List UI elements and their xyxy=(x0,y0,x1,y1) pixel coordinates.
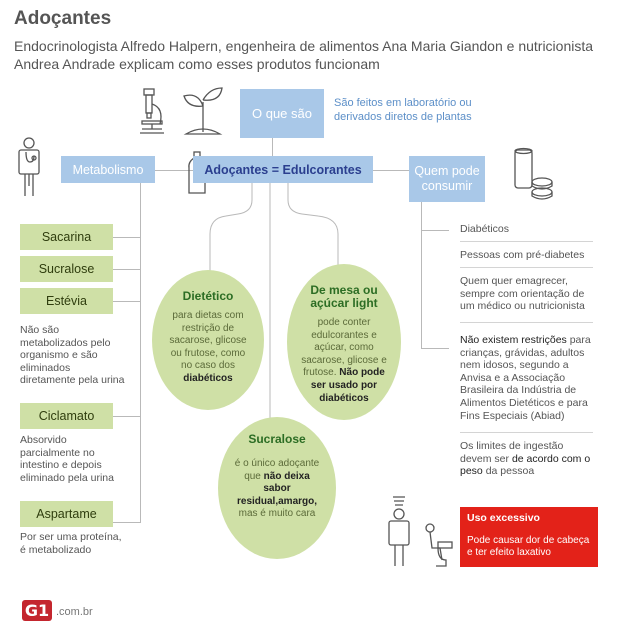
type-sucralose: Sucralose é o único adoçante que não dei… xyxy=(218,417,336,559)
who-item: Os limites de ingestão devem ser de acor… xyxy=(460,440,591,478)
who-can-consume-box: Quem pode consumir xyxy=(409,156,485,202)
connector-line xyxy=(113,416,141,417)
type-dietetico: Dietético para dietas com restrição de s… xyxy=(152,270,264,410)
connector-line xyxy=(140,183,141,523)
can-and-sweets-icon xyxy=(514,147,553,200)
divider xyxy=(460,432,593,433)
connector-line xyxy=(421,183,422,349)
dietetico-text: para dietas com restrição de sacarose, g… xyxy=(169,310,247,384)
who-item: Quem quer emagrecer, sempre com orientaç… xyxy=(460,275,585,313)
page-subtitle: Endocrinologista Alfredo Halpern, engenh… xyxy=(14,38,594,72)
sweetener-aspartame: Aspartame xyxy=(20,501,113,527)
metabolism-box: Metabolismo xyxy=(61,156,155,183)
mesa-title: De mesa ou açúcar light xyxy=(310,283,378,310)
mesa-text: pode conter edulcorantes e açúcar, como … xyxy=(301,317,387,404)
divider xyxy=(460,241,593,242)
connector-line xyxy=(272,137,273,156)
ciclamato-note: Absorvido parcialmente no intestino e de… xyxy=(20,434,114,484)
microscope-icon xyxy=(140,88,164,134)
sweetener-ciclamato: Ciclamato xyxy=(20,403,113,429)
sweetener-sucralose: Sucralose xyxy=(20,256,113,282)
what-are-they-box: O que são xyxy=(240,89,324,138)
sweeteners-equals-box: Adoçantes = Edulcorantes xyxy=(193,156,373,183)
logo-domain: .com.br xyxy=(56,606,93,618)
connector-line xyxy=(421,348,449,349)
doctor-icon xyxy=(18,137,40,196)
plant-icon xyxy=(183,87,223,135)
aspartame-note: Por ser uma proteína, é metabolizado xyxy=(20,531,122,556)
page-title: Adoçantes xyxy=(14,8,112,29)
sucralose-text: é o único adoçante que não deixa sabor r… xyxy=(234,458,320,520)
divider xyxy=(460,322,593,323)
connector-line xyxy=(113,301,141,302)
what-are-they-text: São feitos em laboratório ou derivados d… xyxy=(334,97,472,123)
sweetener-estevia: Estévia xyxy=(20,288,113,314)
connector-line xyxy=(113,269,141,270)
connector-line xyxy=(113,522,141,523)
warning-box: Uso excessivo Pode causar dor de cabeça … xyxy=(460,507,598,567)
connector-line xyxy=(113,237,141,238)
connector-line xyxy=(155,170,193,171)
connector-line xyxy=(373,170,409,171)
estevia-note: Não são metabolizados pelo organismo e s… xyxy=(20,324,125,387)
who-item: Diabéticos xyxy=(460,223,510,235)
sucralose-title: Sucralose xyxy=(248,432,306,446)
type-mesa: De mesa ou açúcar light pode conter edul… xyxy=(287,264,401,420)
warning-text: Pode causar dor de cabeça e ter efeito l… xyxy=(467,535,590,558)
toilet-icon xyxy=(425,523,453,567)
connector-line xyxy=(421,230,449,231)
who-item: Pessoas com pré-diabetes xyxy=(460,249,585,261)
headache-person-icon xyxy=(388,496,410,566)
sweetener-sacarina: Sacarina xyxy=(20,224,113,250)
divider xyxy=(460,267,593,268)
dietetico-title: Dietético xyxy=(182,289,234,303)
warning-title: Uso excessivo xyxy=(467,512,540,524)
g1-logo: G1 xyxy=(22,600,52,621)
who-item: Não existem restrições para crianças, gr… xyxy=(460,334,591,422)
